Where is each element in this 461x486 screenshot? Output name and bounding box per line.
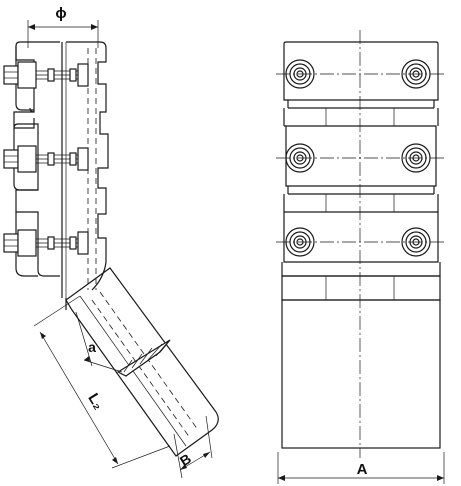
phi-label: ϕ <box>55 5 66 22</box>
bolt-head <box>401 227 431 257</box>
bolt-head <box>285 143 315 173</box>
front-block-1 <box>283 41 439 126</box>
side-bolt-1 <box>3 61 89 89</box>
bolt-head <box>401 59 431 89</box>
a-label: a <box>88 339 96 355</box>
angled-terminal <box>65 267 219 457</box>
l2-dimension: L₂ <box>33 295 171 469</box>
side-bolt-3 <box>3 229 89 257</box>
l2-label: L₂ <box>84 390 107 412</box>
b-label: B <box>177 450 194 469</box>
phi-dimension: ϕ <box>27 5 99 48</box>
left-clamp-half <box>13 41 60 277</box>
a-width-label: A <box>357 461 368 478</box>
side-view: ϕ <box>3 5 219 479</box>
front-bolt-heads <box>285 59 431 257</box>
a-width-dimension: A <box>277 452 445 484</box>
front-block-3 <box>281 194 441 300</box>
side-bolt-2 <box>3 145 89 173</box>
front-terminal-body <box>281 275 441 449</box>
b-dimension: B <box>173 415 213 479</box>
front-view: A <box>276 30 446 484</box>
front-block-2 <box>283 108 439 212</box>
bolt-head <box>285 59 315 89</box>
bolt-head <box>401 143 431 173</box>
a-dimension: a <box>75 311 123 373</box>
bolt-head <box>285 227 315 257</box>
